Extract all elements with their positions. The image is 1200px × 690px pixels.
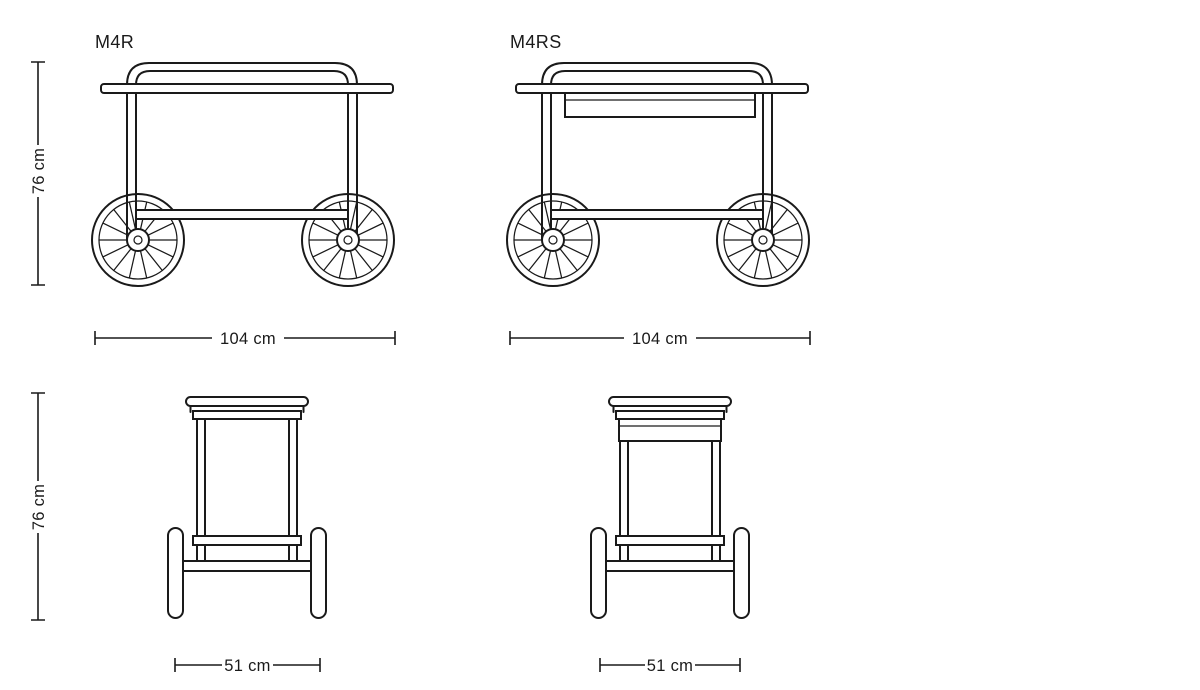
height-dimension-front: 76 cm bbox=[30, 392, 48, 621]
m4rs-side-view bbox=[507, 63, 809, 286]
height-dimension-text-front: 76 cm bbox=[30, 484, 48, 530]
height-dimension-line-front bbox=[31, 392, 45, 621]
width-dimension-m4r: 104 cm bbox=[94, 330, 396, 348]
m4r-side-frame bbox=[92, 63, 394, 286]
width-dimension-m4rs: 104 cm bbox=[509, 330, 811, 348]
depth-dimension-m4r: 51 cm bbox=[174, 657, 321, 675]
depth-dimension-line-m4rs bbox=[599, 658, 741, 672]
m4rs-front-view bbox=[590, 396, 750, 619]
model-label-m4r: M4R bbox=[95, 32, 134, 52]
m4r-side-view bbox=[92, 63, 394, 286]
depth-dimension-text-m4rs: 51 cm bbox=[647, 657, 693, 675]
model-label-m4rs: M4RS bbox=[510, 32, 562, 52]
serving-tray-front bbox=[618, 418, 722, 442]
width-dimension-line-m4rs bbox=[509, 331, 811, 345]
height-dimension-line bbox=[31, 61, 45, 286]
depth-dimension-m4rs: 51 cm bbox=[599, 657, 741, 675]
width-dimension-line-m4r bbox=[94, 331, 396, 345]
height-dimension-text-side: 76 cm bbox=[30, 148, 48, 194]
depth-dimension-line-m4r bbox=[174, 658, 321, 672]
width-dimension-text-m4rs: 104 cm bbox=[632, 330, 688, 348]
height-dimension-side: 76 cm bbox=[30, 61, 48, 286]
m4r-front-frame bbox=[167, 396, 327, 619]
depth-dimension-text-m4r: 51 cm bbox=[224, 657, 270, 675]
serving-tray bbox=[564, 92, 756, 118]
width-dimension-text-m4r: 104 cm bbox=[220, 330, 276, 348]
m4r-front-view bbox=[167, 396, 327, 619]
